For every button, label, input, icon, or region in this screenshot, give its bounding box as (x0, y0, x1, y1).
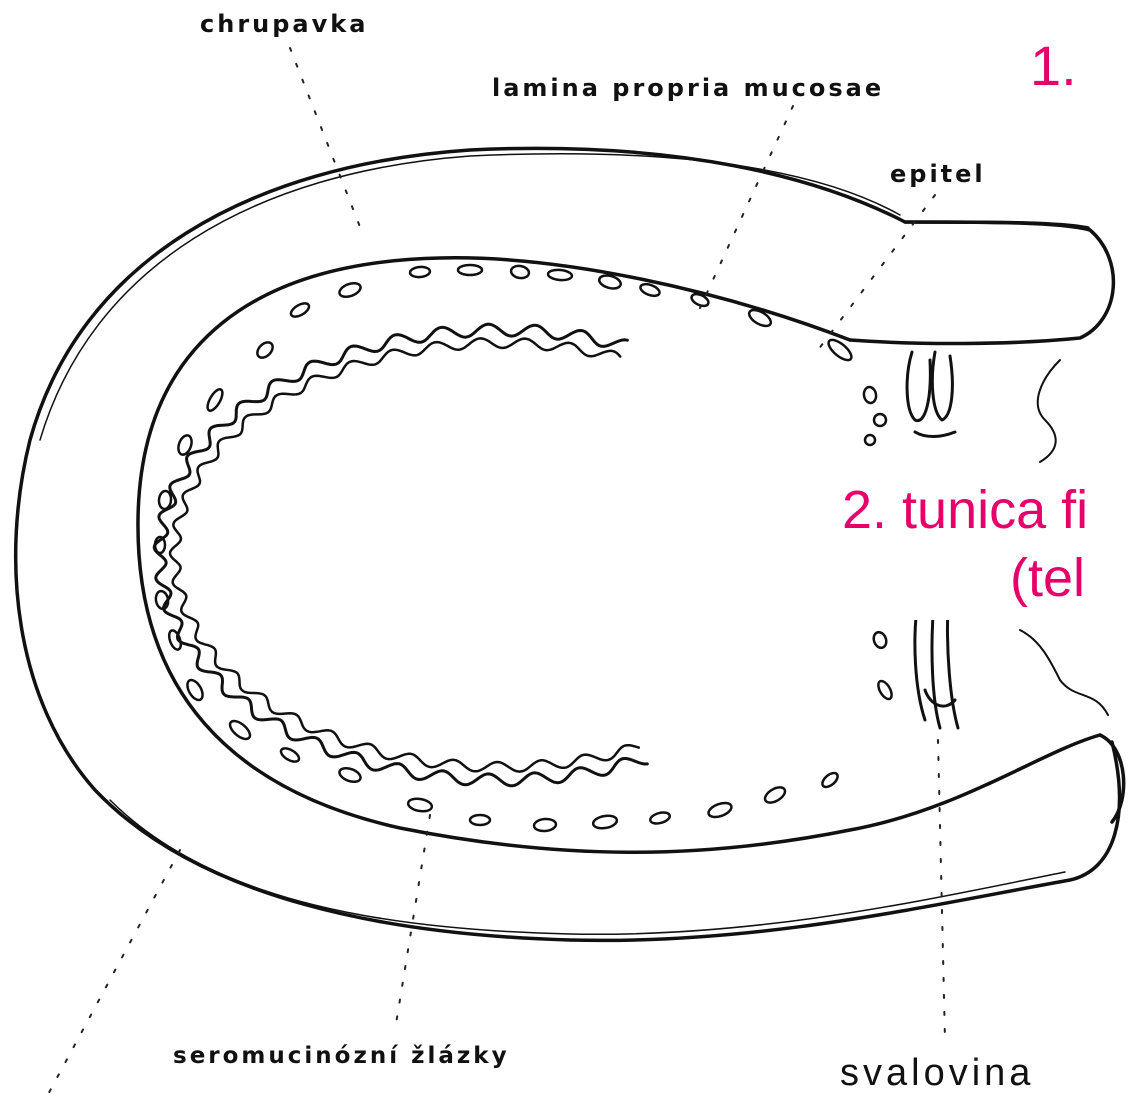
mucosa-outer-wavy-line (154, 324, 647, 786)
seromucous-glands-group (155, 265, 895, 832)
gland (410, 266, 431, 278)
cartilage-upper-tip (850, 222, 1113, 344)
gland (279, 746, 301, 765)
gland (205, 387, 226, 413)
gland (874, 414, 886, 426)
gland (289, 301, 311, 320)
gland (338, 766, 363, 785)
gland (510, 265, 530, 280)
gland (470, 815, 490, 825)
leader-lamina (700, 106, 793, 308)
gland (548, 269, 573, 281)
gland (407, 797, 433, 813)
gland (820, 770, 840, 789)
gland (592, 814, 618, 830)
leader-svalovina (938, 740, 945, 1040)
label-seromucinozni-zlazky: seromucinózní žlázky (173, 1043, 510, 1069)
gland (254, 339, 275, 360)
gland (872, 630, 889, 649)
leader-perichondrium (45, 850, 180, 1100)
gland (458, 265, 482, 275)
gland (155, 590, 170, 610)
label-epitel: epitel (890, 160, 986, 188)
posterior-connective-tissue (1038, 360, 1060, 462)
gland (167, 629, 183, 651)
gland (865, 435, 875, 445)
gland (158, 491, 172, 510)
gland (762, 784, 787, 805)
gland (863, 386, 878, 404)
label-svalovina: svalovina (840, 1052, 1034, 1094)
gland (649, 811, 671, 826)
gland (876, 679, 895, 701)
perichondrium-inner-line (40, 154, 900, 440)
overlay-item-1: 1. (1030, 34, 1077, 97)
leader-epitel (818, 195, 935, 350)
label-chrupavka: chrupavka (200, 10, 368, 38)
gland (747, 307, 774, 329)
gland (534, 818, 557, 832)
label-lamina-propria-mucosae: lamina propria mucosae (492, 74, 884, 102)
overlay-item-2-line-1: 2. tunica fi (842, 480, 1088, 540)
perichondrium-lower-line (110, 800, 1065, 934)
leader-chrupavka (290, 48, 362, 232)
posterior-connective-tissue-lower (1020, 630, 1108, 715)
overlay-item-2-line-2: (tel (1010, 548, 1085, 608)
gland (338, 281, 363, 300)
gland (227, 718, 253, 743)
gland (707, 800, 734, 819)
